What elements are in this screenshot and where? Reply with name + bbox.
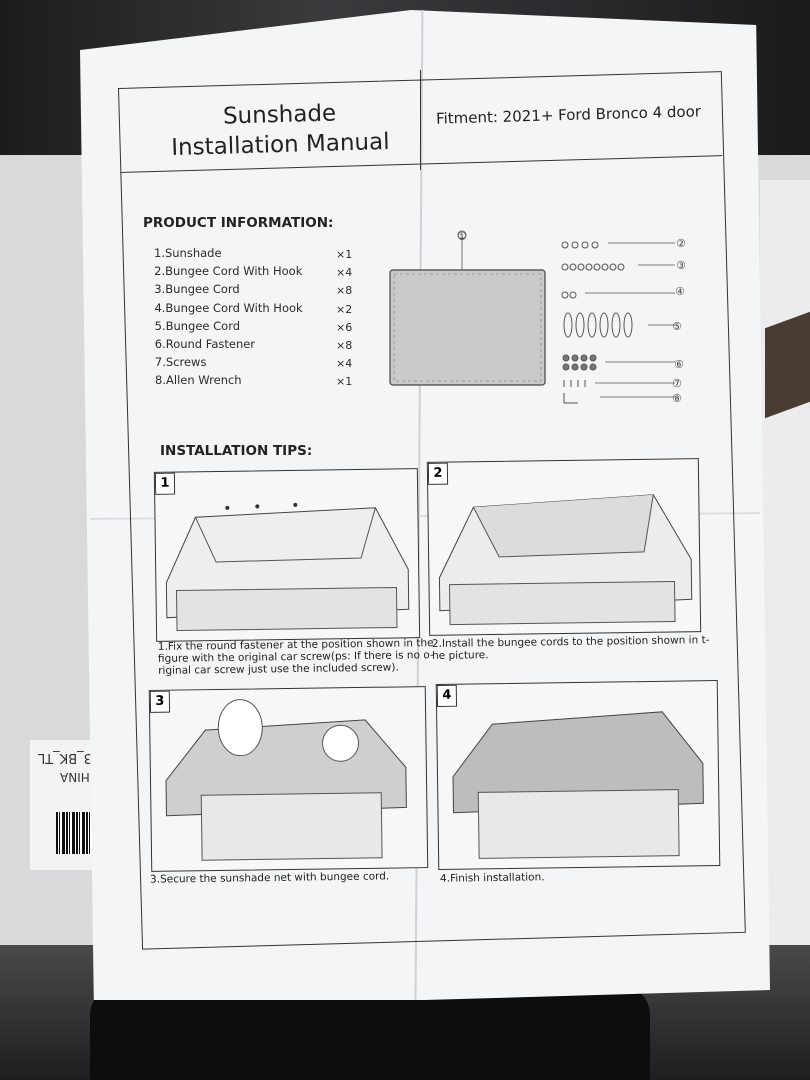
part-name: 6.Round Fastener (154, 337, 256, 351)
callout-number: ③ (676, 259, 686, 272)
hooks-row-2 (561, 241, 599, 249)
caption-line: 4.Finish installation. (439, 871, 545, 885)
background-object (765, 311, 810, 419)
part-quantity: ×2 (336, 302, 353, 316)
manual-title: Sunshade Installation Manual (149, 96, 411, 163)
step-2-caption: 2.Install the bungee cords to the positi… (432, 634, 710, 662)
callout-number: ① (457, 230, 467, 243)
part-name: 1.Sunshade (154, 246, 222, 260)
callout-number: ⑧ (672, 392, 682, 405)
step-3-number: 3 (149, 690, 171, 713)
screws-row-7 (563, 380, 586, 387)
part-quantity: ×8 (336, 284, 353, 298)
step-2-illustration (438, 494, 693, 626)
product-info-heading: PRODUCT INFORMATION: (143, 215, 334, 231)
step-1-number: 1 (154, 472, 176, 495)
hooks-row-4 (561, 291, 577, 299)
callout-number: ④ (675, 285, 685, 298)
part-name: 2.Bungee Cord With Hook (154, 264, 303, 279)
step-1-illustration (165, 502, 410, 632)
product-diagram (389, 230, 675, 404)
step-2-panel: 2 (426, 458, 702, 636)
part-quantity: ×1 (336, 248, 353, 261)
callout-leaders (585, 242, 675, 398)
part-quantity: ×8 (336, 339, 353, 352)
part-name: 4.Bungee Cord With Hook (154, 300, 303, 315)
step-2-number: 2 (427, 462, 449, 485)
step-4-panel: 4 (435, 680, 721, 870)
fasteners-row-6 (562, 354, 597, 371)
part-quantity: ×1 (336, 375, 353, 389)
background-dark-surface (90, 985, 650, 1080)
part-name: 5.Bungee Cord (154, 318, 241, 333)
callout-number: ⑦ (672, 377, 682, 390)
step-3-panel: 3 (148, 686, 429, 872)
allen-wrench (563, 393, 578, 404)
hardware-drawing (561, 241, 675, 404)
step-3-illustration (165, 699, 407, 861)
step-4-illustration (452, 711, 704, 859)
loops-row-5 (563, 312, 633, 338)
step-4-number: 4 (436, 684, 458, 707)
label-origin: HINA (60, 770, 90, 784)
callout-number: ② (676, 237, 686, 250)
callout-number: ⑤ (672, 320, 682, 333)
sunshade-net-drawing (389, 230, 546, 386)
step-1-caption: 1.Fix the round fastener at the position… (158, 637, 434, 677)
header-split (420, 70, 421, 170)
part-quantity: ×4 (336, 266, 353, 280)
installation-tips-heading: INSTALLATION TIPS: (160, 443, 313, 459)
part-name: 3.Bungee Cord (154, 282, 240, 297)
part-name: 8.Allen Wrench (155, 373, 242, 388)
step-4-caption: 4.Finish installation. (440, 871, 545, 884)
cords-row-3 (561, 263, 625, 271)
part-quantity: ×4 (336, 357, 353, 371)
callout-number: ⑥ (674, 358, 684, 371)
background-right-panel (760, 180, 810, 950)
step-1-panel: 1 (153, 468, 421, 642)
part-quantity: ×6 (336, 320, 353, 334)
part-name: 7.Screws (154, 355, 207, 370)
